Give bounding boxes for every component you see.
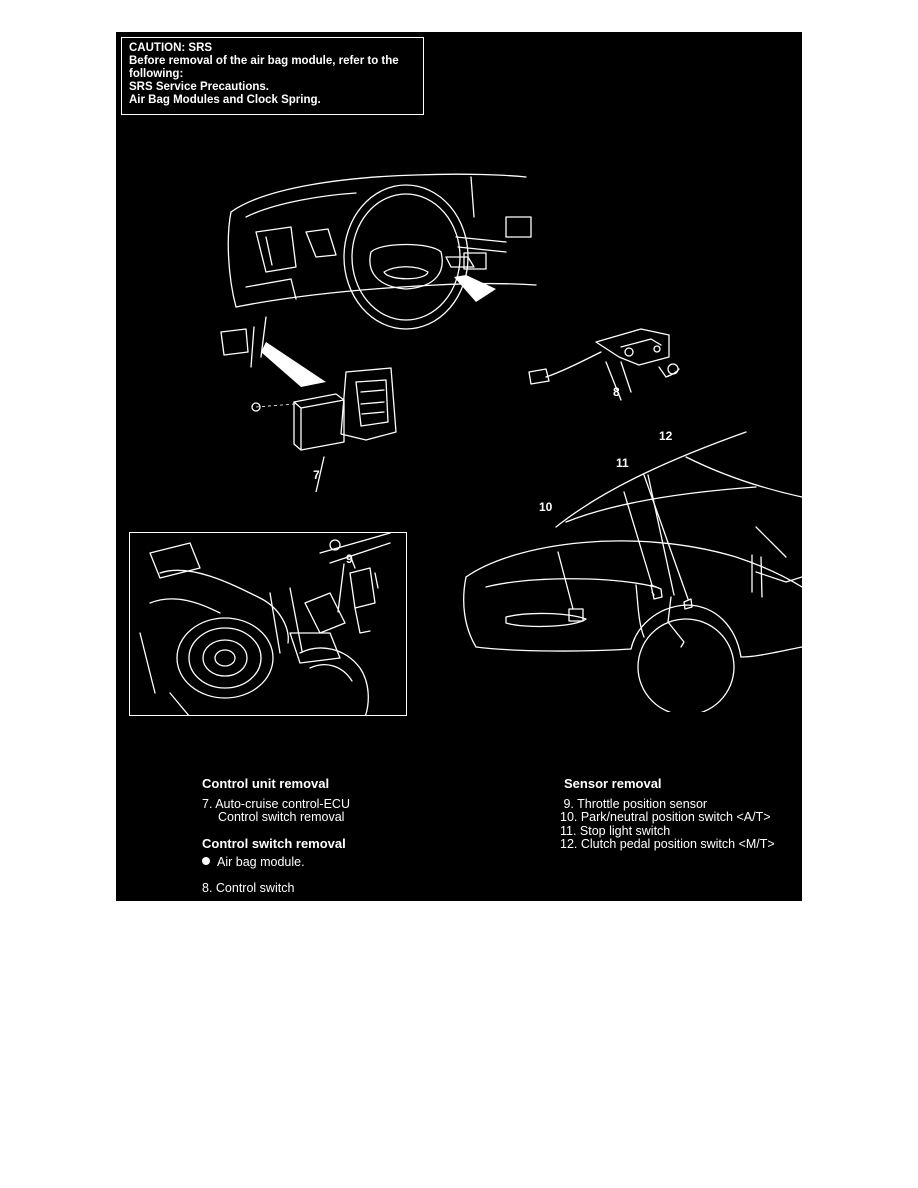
callout-10: 10 xyxy=(539,500,553,514)
bullet-icon xyxy=(202,857,210,865)
callout-labels: 7 8 9 10 11 12 xyxy=(313,385,673,566)
control-switch-item: 8. Control switch xyxy=(202,880,295,895)
sensor-heading: Sensor removal xyxy=(564,776,662,791)
caution-text-3: SRS Service Precautions. xyxy=(129,81,269,93)
sensor-item: 9. Throttle position sensor xyxy=(560,796,708,811)
callout-8: 8 xyxy=(613,385,620,399)
caution-text-4: Air Bag Modules and Clock Spring. xyxy=(129,94,321,106)
control-unit-legend: Control unit removal 7. Auto-cruise cont… xyxy=(202,777,350,895)
sensor-item: 10. Park/neutral position switch <A/T> xyxy=(560,810,771,824)
control-unit-heading: Control unit removal xyxy=(202,776,330,791)
engine-bay-illustration xyxy=(139,533,391,715)
callout-11: 11 xyxy=(616,456,629,470)
caution-box: CAUTION: SRS Before removal of the air b… xyxy=(121,37,424,115)
control-unit-item: 7. Auto-cruise control-ECU xyxy=(202,796,350,811)
engine-inset xyxy=(129,532,407,716)
callout-12: 12 xyxy=(659,429,673,443)
callout-9: 9 xyxy=(346,552,353,566)
control-switch-bullet: Air bag module. xyxy=(202,855,350,870)
figure-panel: CAUTION: SRS Before removal of the air b… xyxy=(116,32,802,901)
control-switch-bullet-text: Air bag module. xyxy=(217,855,305,869)
callout-7: 7 xyxy=(313,468,320,482)
sensor-legend: Sensor removal 9. Throttle position sens… xyxy=(560,777,775,852)
sensor-item: 11. Stop light switch xyxy=(560,823,671,838)
leader-lines xyxy=(337,361,622,613)
caution-title: CAUTION: SRS xyxy=(129,42,213,54)
sensor-item: 12. Clutch pedal position switch <M/T> xyxy=(560,837,775,851)
caution-text-2: following: xyxy=(129,68,184,80)
vehicle-illustration xyxy=(463,431,802,712)
control-switch-heading: Control switch removal xyxy=(202,835,346,851)
caution-text-1: Before removal of the air bag module, re… xyxy=(129,55,399,67)
dashboard-illustration xyxy=(220,173,537,387)
control-unit-subitem: Control switch removal xyxy=(218,810,345,824)
control-switch-illustration xyxy=(528,328,680,393)
ecu-illustration xyxy=(251,367,397,492)
